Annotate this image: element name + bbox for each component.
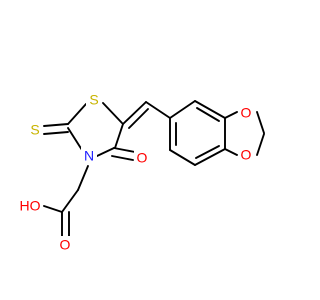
bond-c2-s-thione-a <box>43 123 69 127</box>
bond-s-c5 <box>102 102 123 124</box>
structure-svg: S S N O O HO O <box>18 91 265 254</box>
bond-o-ch2-top <box>256 111 265 134</box>
atom-label-n: N <box>84 148 94 164</box>
bond-ar3-ar4 <box>194 148 226 166</box>
atom-ho: HO <box>18 197 42 215</box>
atom-label-o-dioxole-bottom: O <box>241 147 252 163</box>
bond-c2-n <box>67 127 83 151</box>
atom-o-acid-carbonyl: O <box>57 236 73 254</box>
atom-o-ketone: O <box>134 149 150 167</box>
bond-c5-ch <box>122 101 147 125</box>
bond-n-c4 <box>96 147 115 157</box>
bond-lines <box>43 100 265 237</box>
atom-label-ho: HO <box>20 198 41 214</box>
atom-n: N <box>81 147 97 165</box>
atom-label-o-dioxole-top: O <box>241 105 252 121</box>
atom-label-o-acid-carbonyl: O <box>60 237 71 253</box>
bond-ch2-cooh <box>61 189 79 213</box>
atom-label-s-ring: S <box>89 92 98 108</box>
bond-c5-ch-inner <box>128 108 149 129</box>
bond-c4-o-b <box>111 155 134 161</box>
bond-n-ch2 <box>77 165 89 191</box>
bond-ch-aryl <box>145 101 171 119</box>
atom-label-s-thione: S <box>30 122 39 138</box>
atom-o-dioxole-top: O <box>238 104 254 122</box>
atom-o-dioxole-bottom: O <box>238 146 254 164</box>
bond-ar5-o <box>224 111 238 119</box>
bond-s-c2 <box>67 103 87 125</box>
atom-s-ring: S <box>86 91 102 109</box>
bond-c4-o-a <box>113 147 136 153</box>
bond-ar5-ar6 <box>194 100 226 119</box>
bond-o-ch2-bottom <box>256 133 265 156</box>
bond-ar2-ar3 <box>169 149 196 166</box>
bond-c4-c5 <box>114 123 124 149</box>
atom-label-o-ketone: O <box>137 150 148 166</box>
atom-labels: S S N O O HO O <box>18 91 254 254</box>
molecule-diagram: S S N O O HO O <box>18 91 265 254</box>
atom-s-thione: S <box>27 121 43 139</box>
bond-c-oh <box>43 205 63 213</box>
bond-c2-s-thione-b <box>43 131 69 135</box>
bond-ar-inner-3 <box>196 107 220 122</box>
bond-ar6-ar1 <box>169 100 196 119</box>
bond-ar4-o <box>224 148 238 156</box>
bond-ar-inner-2 <box>195 145 220 159</box>
